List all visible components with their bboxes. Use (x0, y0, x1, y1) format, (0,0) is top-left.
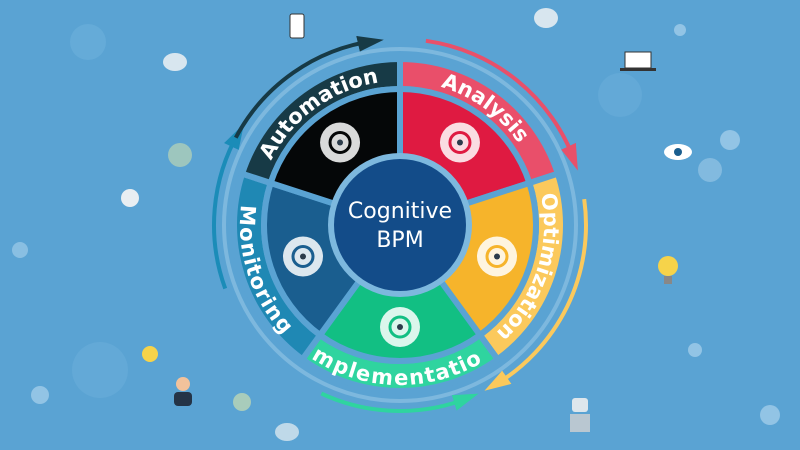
center-circle (334, 159, 466, 291)
handshake-icon (380, 307, 420, 347)
outer-ring (222, 47, 578, 403)
thin-ring (222, 47, 578, 403)
center-title-line2: BPM (376, 228, 423, 253)
cycle-arrow-2 (484, 198, 588, 391)
lightbulb-icon (658, 256, 678, 284)
head-icon (121, 189, 139, 207)
smartphone-icon (289, 13, 305, 39)
person-icon (174, 377, 192, 406)
cycle-arrow-5 (234, 35, 384, 139)
background-decoration (12, 24, 780, 425)
brain-icon (163, 53, 187, 71)
brain-network-icon (477, 236, 518, 277)
cycle-arrow-3 (320, 391, 479, 413)
robot-icon (570, 398, 590, 432)
brain-icon (275, 423, 299, 441)
head-monitor-icon (282, 236, 323, 277)
globe-magnifier-icon (439, 122, 480, 163)
segment-analysis[interactable]: Analysis (397, 55, 562, 209)
decorative-icons (121, 8, 692, 441)
lightbulb-icon (142, 346, 158, 362)
center-title-line1: Cognitive (348, 199, 452, 224)
cycle-arrow-1 (425, 38, 578, 171)
eye-icon (664, 144, 692, 160)
laptop-icon (620, 51, 656, 71)
cycle-arrows (212, 35, 588, 413)
brain-icon (534, 8, 558, 28)
brain-gears-icon (320, 122, 361, 163)
